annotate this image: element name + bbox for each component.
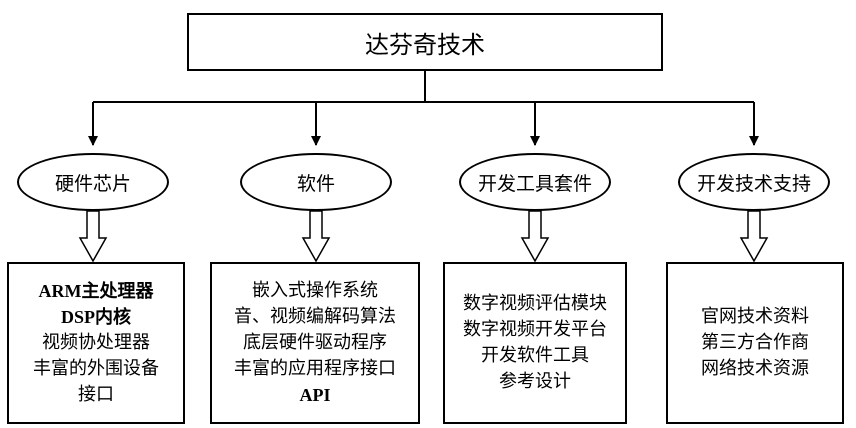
category-software-node: 软件 <box>240 153 392 211</box>
category-devkit-node: 开发工具套件 <box>459 153 611 211</box>
devkit-item: 数字视频开发平台 <box>463 319 607 340</box>
root-node: 达芬奇技术 <box>187 13 663 71</box>
software-item: 丰富的应用程序接口 <box>234 358 396 379</box>
hardware-item: ARM主处理器 <box>38 281 154 301</box>
software-item: 底层硬件驱动程序 <box>243 332 387 353</box>
hardware-item: 视频协处理器 <box>42 332 150 353</box>
hollow-arrow-support <box>739 210 769 263</box>
devkit-item: 数字视频评估模块 <box>463 293 607 314</box>
software-items-box: 嵌入式操作系统 音、视频编解码算法 底层硬件驱动程序 丰富的应用程序接口 API <box>210 262 420 424</box>
support-item: 第三方合作商 <box>701 332 809 353</box>
devkit-item: 参考设计 <box>499 371 571 392</box>
category-hardware-node: 硬件芯片 <box>17 153 169 211</box>
category-support-label: 开发技术支持 <box>696 172 811 195</box>
root-node-label: 达芬奇技术 <box>365 30 485 59</box>
hardware-item: 丰富的外围设备 <box>33 358 159 379</box>
hollow-arrow-hardware <box>78 210 108 263</box>
hardware-item: 接口 <box>78 384 114 405</box>
category-software-label: 软件 <box>296 172 335 195</box>
devkit-item: 开发软件工具 <box>481 345 589 366</box>
support-item: 官网技术资料 <box>701 306 809 327</box>
hardware-items-box: ARM主处理器 DSP内核 视频协处理器 丰富的外围设备 接口 <box>7 262 185 424</box>
support-items-box: 官网技术资料 第三方合作商 网络技术资源 <box>666 262 844 424</box>
devkit-items-box: 数字视频评估模块 数字视频开发平台 开发软件工具 参考设计 <box>443 262 627 424</box>
support-item: 网络技术资源 <box>701 358 809 379</box>
category-support-node: 开发技术支持 <box>678 153 830 211</box>
hardware-item: DSP内核 <box>60 307 131 327</box>
category-hardware-label: 硬件芯片 <box>54 172 131 195</box>
software-item: API <box>299 385 331 405</box>
software-item: 音、视频编解码算法 <box>234 306 396 327</box>
hollow-arrow-software <box>301 210 331 263</box>
hollow-arrow-devkit <box>520 210 550 263</box>
software-item: 嵌入式操作系统 <box>252 280 378 301</box>
category-devkit-label: 开发工具套件 <box>477 172 592 195</box>
